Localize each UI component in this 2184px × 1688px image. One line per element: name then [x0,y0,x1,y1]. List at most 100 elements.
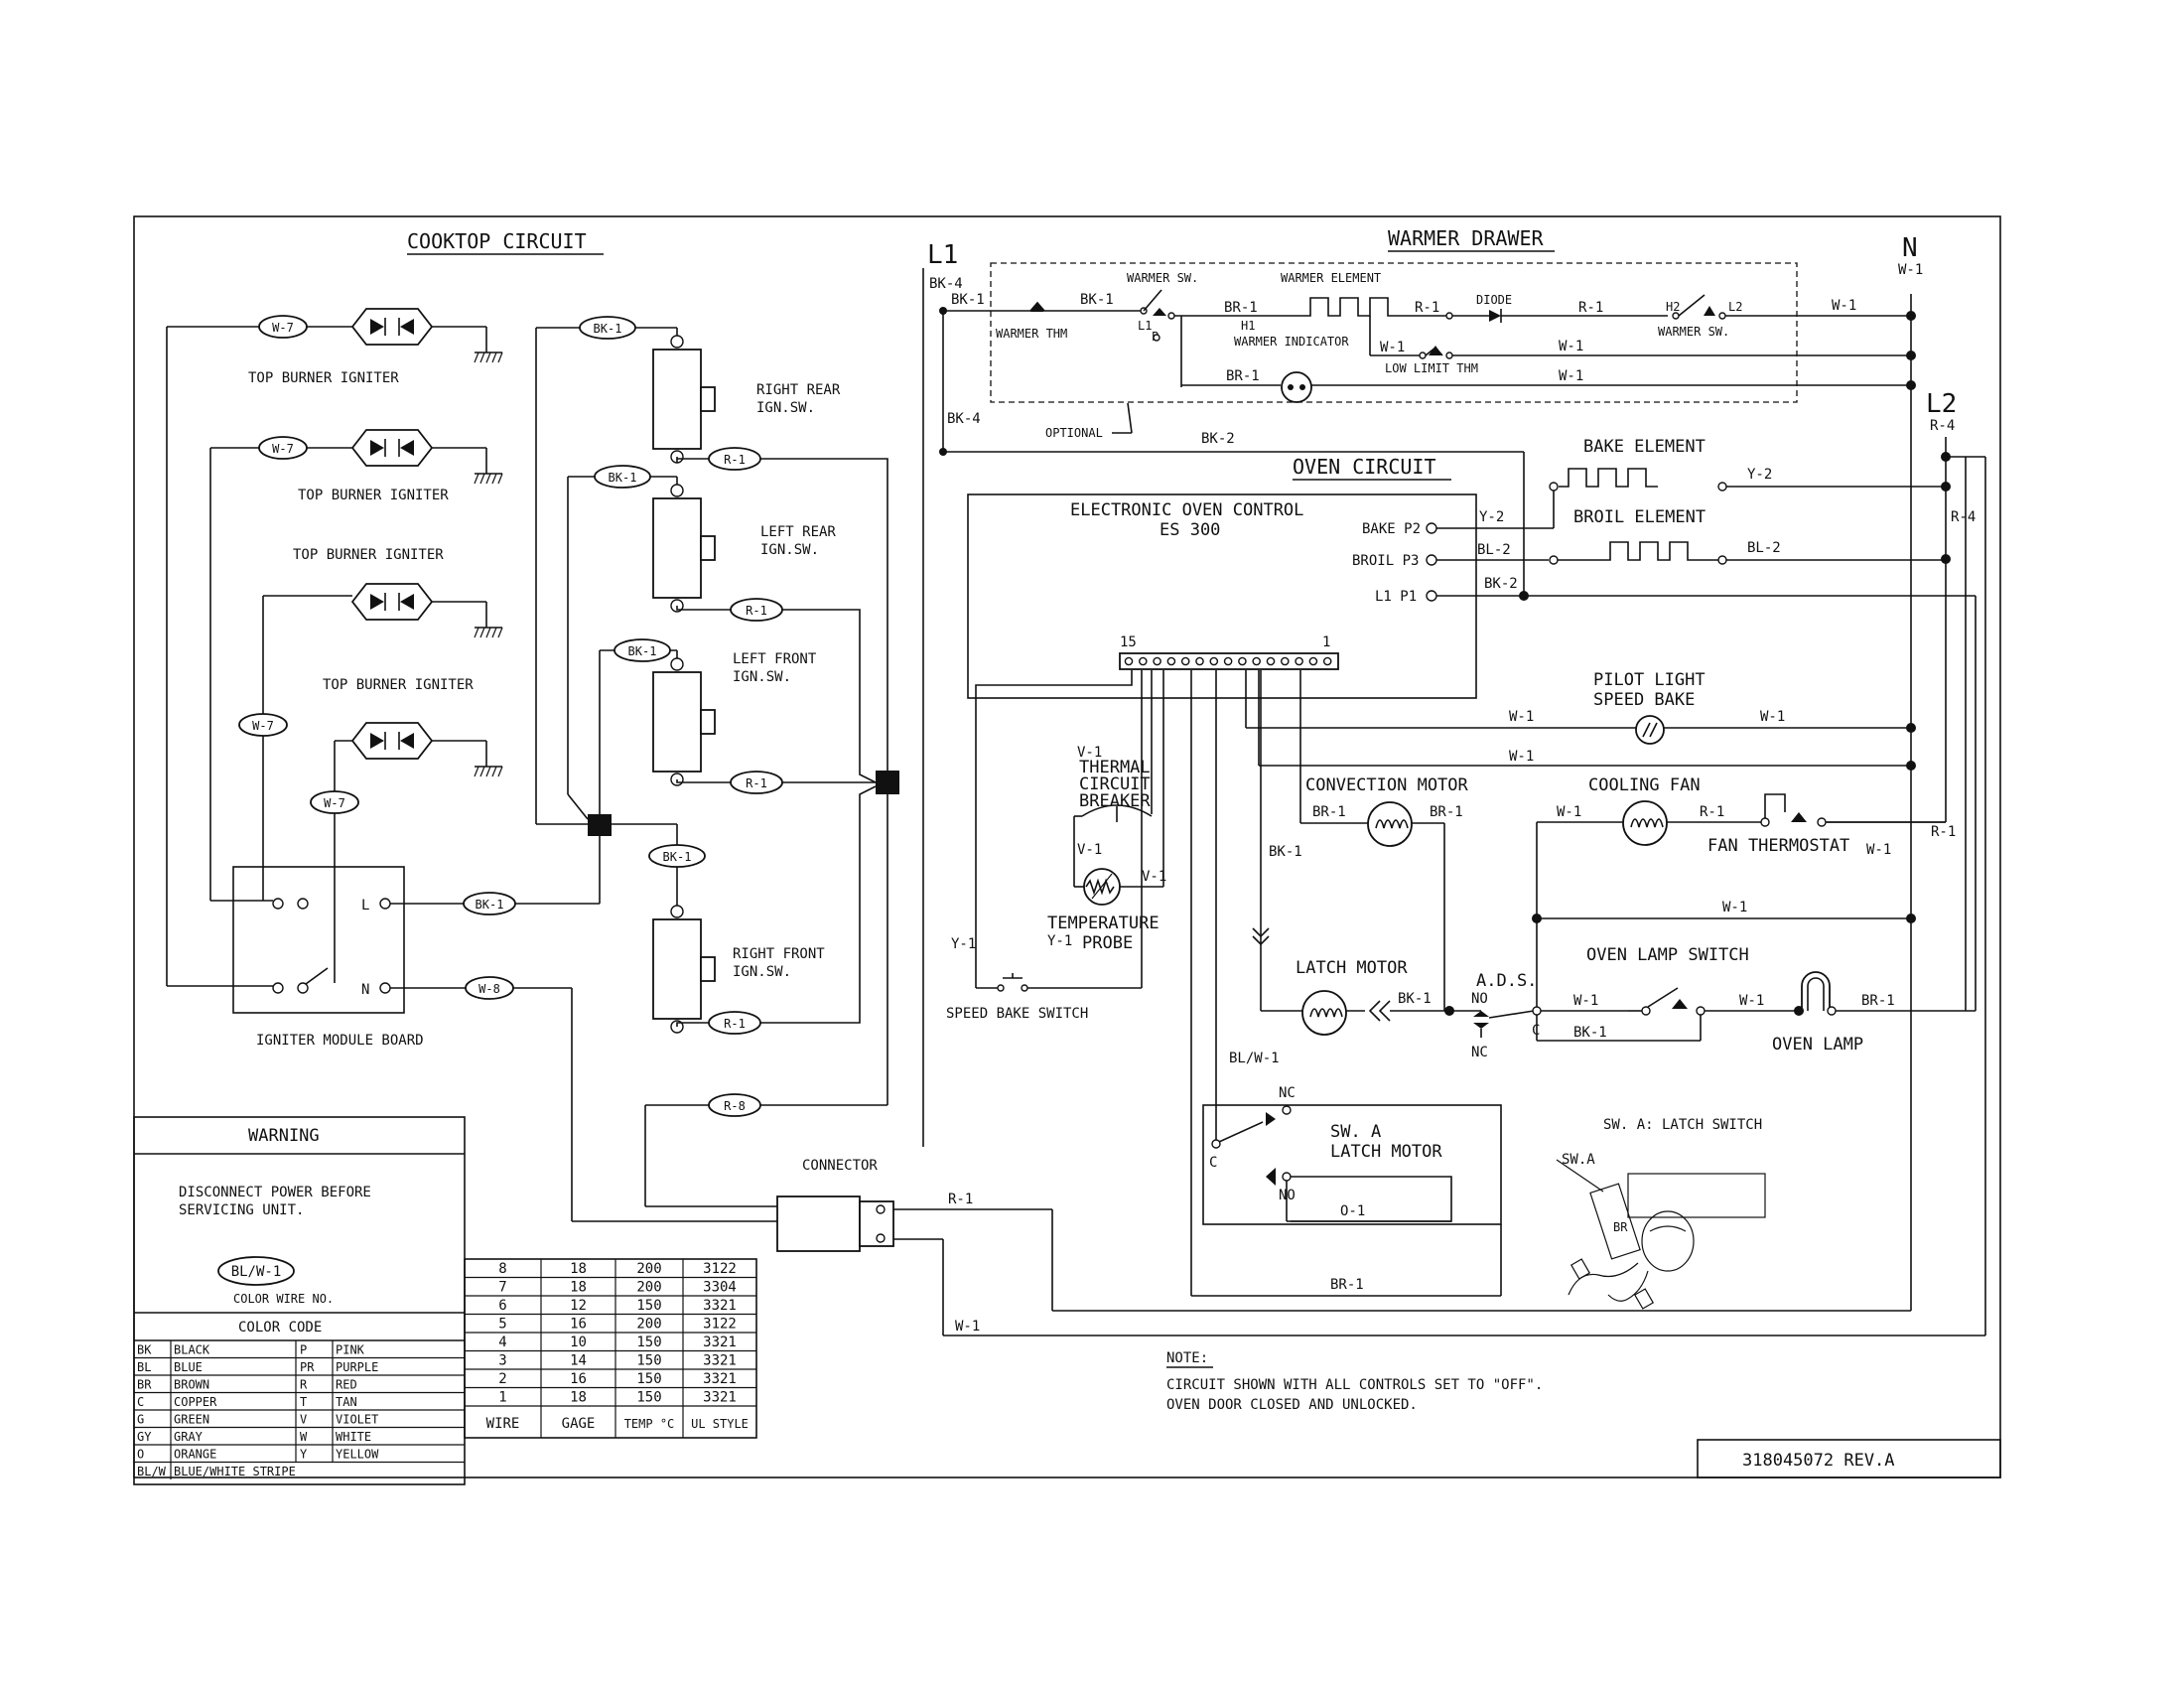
wire-label: V-1 [1142,869,1166,885]
wire-tag: BK-1 [628,644,657,658]
wire-table-header: UL STYLE [691,1417,749,1431]
warmer-element-label: WARMER ELEMENT [1281,271,1381,285]
color-code-cell: Y [300,1448,308,1462]
igniter-label: TOP BURNER IGNITER [248,370,399,386]
wire-tag: W-8 [478,982,500,996]
wire-label: BK-4 [929,276,963,292]
latch-switch-housing [1627,1173,1766,1218]
drawing-frame [133,215,2001,1478]
wire-table-cell: 150 [636,1390,661,1406]
igniter-symbol [351,722,433,760]
wire-table-header: TEMP °C [624,1417,675,1431]
connector-pin [1322,656,1332,666]
thermal-breaker-label: THERMAL [1079,758,1151,777]
color-code-cell: PINK [336,1343,365,1357]
sw-a-latch-motor-box [1202,1104,1502,1225]
wire-label: W-1 [1559,368,1583,384]
wire-label: W-1 [1832,298,1856,314]
wire-label: R-4 [1930,418,1955,434]
connector-pin [1195,656,1204,666]
wire-label: W-1 [1898,262,1923,278]
switch-label: RIGHT FRONT [733,946,825,962]
latch-motor [1301,990,1347,1036]
color-code-cell: TAN [336,1395,357,1409]
wire-table-cell: 3122 [703,1261,737,1277]
bake-element [1558,468,1659,488]
thermal-breaker-label: CIRCUIT [1079,774,1151,794]
wire-table-cell: 200 [636,1261,661,1277]
terminal-label: H2 [1666,300,1680,314]
broil-element-label: BROIL ELEMENT [1573,507,1706,527]
ground-icon [474,352,503,363]
cooktop-title: COOKTOP CIRCUIT [407,229,587,253]
color-code-cell: YELLOW [336,1448,379,1462]
neutral-bus: N W-1 [1898,233,1923,1311]
l2-label: L2 [1926,389,1957,419]
wire-label: R-1 [1931,824,1956,840]
pin-15-label: 15 [1120,634,1137,650]
wire-table-cell: 7 [498,1280,506,1296]
oven-lamp-label: OVEN LAMP [1772,1035,1863,1055]
warning-block: WARNING DISCONNECT POWER BEFORE SERVICIN… [133,1116,466,1485]
wire-table-cell: 150 [636,1298,661,1314]
nc-label: NC [1471,1045,1488,1060]
wire-tag: R-1 [724,1017,746,1031]
wire-table-header: GAGE [562,1416,596,1432]
bake-p2-label: BAKE P2 [1362,521,1421,537]
wire-label: Y-1 [1047,933,1072,949]
wire-label: BR-1 [1312,804,1346,820]
connector-pin [1153,656,1161,666]
wire-tag: W-7 [272,321,294,335]
doc-number: 318045072 REV.A [1742,1451,1895,1471]
terminal-label: L2 [1728,300,1742,314]
color-code-cell: WHITE [336,1430,371,1444]
wire-table-cell: 3321 [703,1298,737,1314]
ground-icon [474,766,503,777]
wire-table-cell: 150 [636,1335,661,1350]
wire-label: BK-1 [1080,292,1114,308]
ground-icon [474,627,503,638]
terminal-label: L1 [1138,319,1152,333]
color-code-cell: ORANGE [174,1448,216,1462]
l1-p1-label: L1 P1 [1375,589,1417,605]
control-model: ES 300 [1160,520,1220,540]
pilot-light [1635,715,1665,745]
wire-table-cell: 18 [570,1390,587,1406]
wire-tag: R-1 [724,453,746,467]
color-code-heading: COLOR CODE [238,1320,322,1336]
wire-label: O-1 [1340,1203,1365,1219]
connector [776,1196,861,1252]
igniter-label: TOP BURNER IGNITER [293,547,444,563]
connector-pin [1180,656,1190,666]
wire-label: Y-2 [1747,467,1772,483]
br-small-label: BR [1613,1220,1628,1234]
warning-line: SERVICING UNIT. [179,1202,304,1218]
low-limit-thm-label: LOW LIMIT THM [1385,361,1478,375]
broil-p3-label: BROIL P3 [1352,553,1419,569]
wire-tag: BK-1 [663,850,692,864]
color-code-cell: BLACK [174,1343,210,1357]
igniter-symbol [351,583,433,621]
wire-label: Y-2 [1479,509,1504,525]
sw-a-label: LATCH MOTOR [1330,1142,1442,1162]
module-l-label: L [361,898,369,914]
wire-table-header: WIRE [486,1416,520,1432]
wire-label: BL-2 [1477,542,1511,558]
oven-circuit: OVEN CIRCUIT ELECTRONIC OVEN CONTROL ES … [893,437,1986,1336]
igniter-label: TOP BURNER IGNITER [298,488,449,503]
l1-label: L1 [927,240,958,270]
n-label: N [1902,233,1918,263]
latch-motor-label: LATCH MOTOR [1296,958,1408,978]
warmer-indicator-lamp [1281,371,1312,403]
color-code-cell: BL [137,1360,151,1374]
color-code-cell: PURPLE [336,1360,378,1374]
warning-line: DISCONNECT POWER BEFORE [179,1185,371,1200]
note-heading: NOTE: [1166,1350,1208,1366]
wire-label: R-1 [948,1192,973,1207]
l1-bus: L1 BK-4 BK-4 BK-2 [922,240,1525,1147]
switch-label: IGN.SW. [760,542,819,558]
switch-label: LEFT FRONT [733,651,817,667]
wire-table-cell: 8 [498,1261,506,1277]
sw-a-small-label: SW.A [1562,1152,1595,1168]
junction-block [876,771,899,794]
